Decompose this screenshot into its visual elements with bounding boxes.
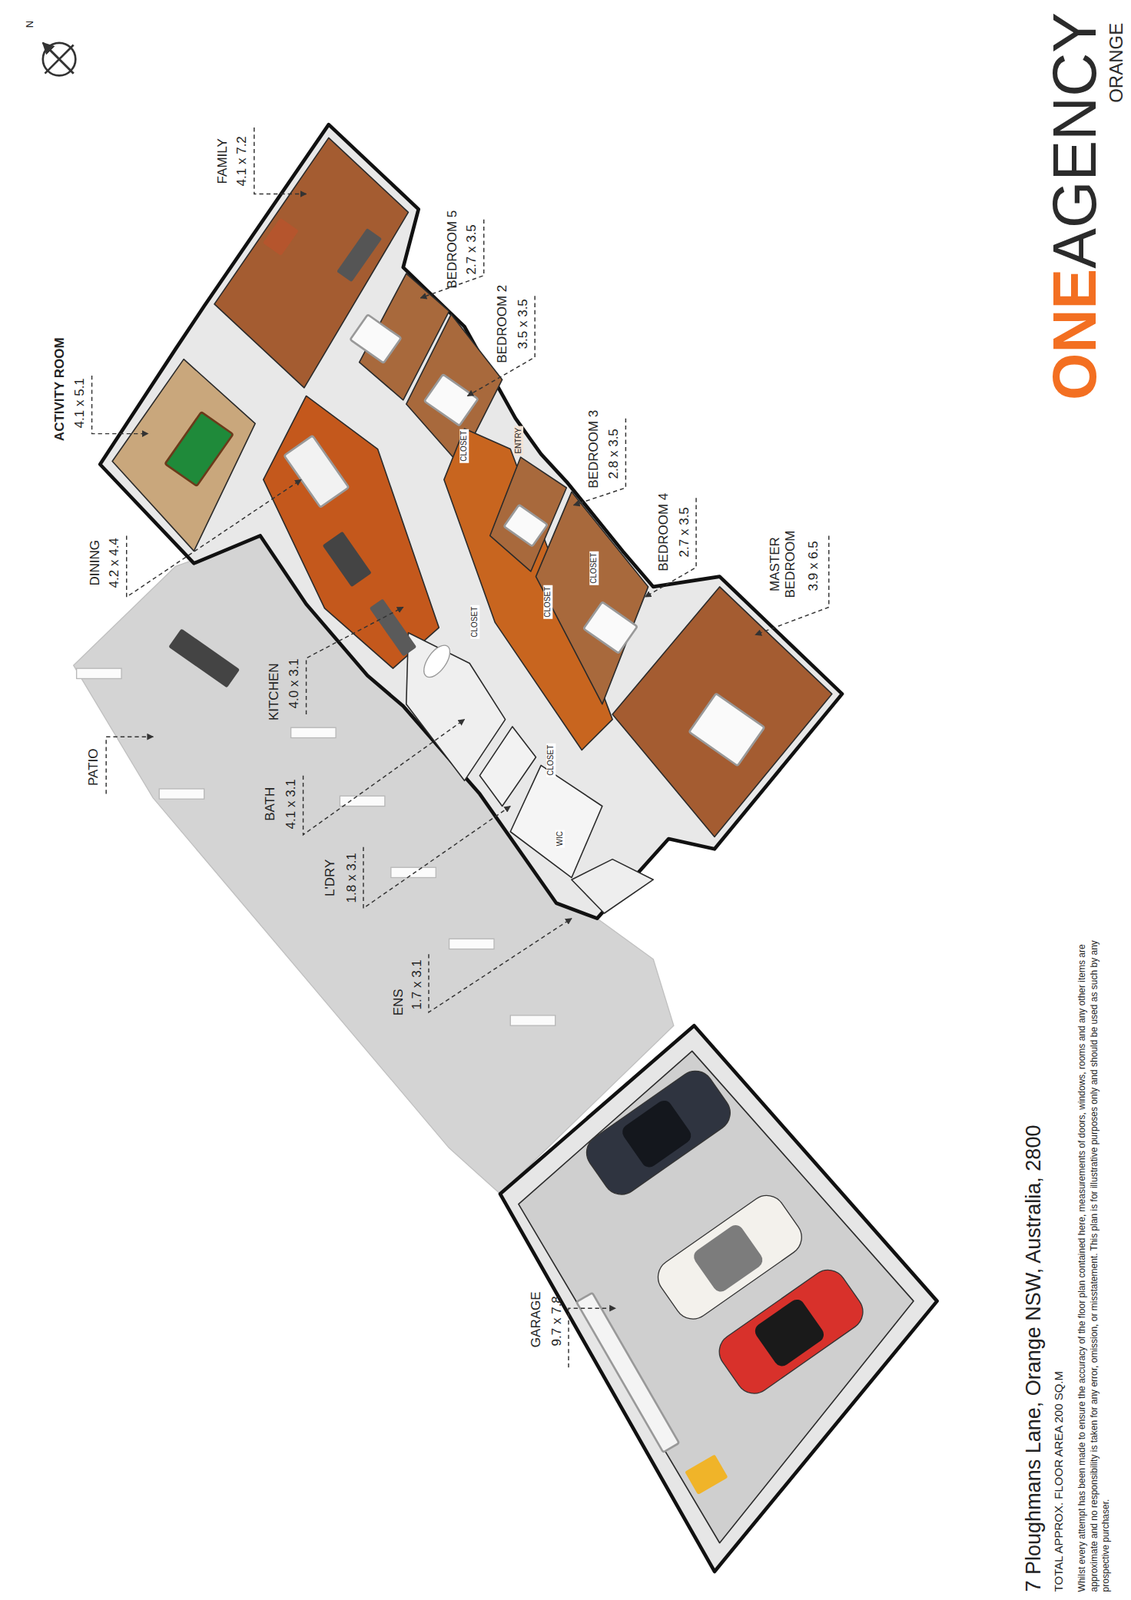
logo-text: ONE bbox=[1039, 268, 1108, 400]
room-label: BEDROOM 5 bbox=[444, 210, 461, 289]
compass-ring bbox=[43, 43, 77, 77]
leader-line bbox=[363, 806, 511, 909]
leader-line bbox=[106, 736, 153, 794]
room-label: FAMILY bbox=[215, 138, 231, 184]
bed bbox=[350, 315, 402, 364]
patio-post bbox=[449, 938, 495, 949]
room-dimension: 1.8 x 3.1 bbox=[343, 852, 359, 903]
car-body bbox=[712, 1263, 870, 1401]
pool-table bbox=[165, 411, 234, 486]
room-label: GARAGE bbox=[528, 1291, 544, 1348]
car bbox=[579, 1064, 737, 1202]
bed bbox=[504, 504, 548, 547]
room-dimension: 3.9 x 6.5 bbox=[805, 540, 822, 591]
patio-post bbox=[76, 668, 122, 679]
room-dimension: 4.1 x 7.2 bbox=[234, 135, 250, 186]
dining-table bbox=[284, 435, 349, 508]
wic-floor bbox=[510, 765, 603, 878]
logo-text: AGENCY bbox=[1039, 12, 1108, 269]
leader-line bbox=[428, 918, 572, 1013]
leader-line bbox=[92, 375, 149, 435]
bed bbox=[583, 602, 637, 654]
leader-line bbox=[254, 127, 307, 194]
plan-group bbox=[43, 43, 938, 1573]
storage-box bbox=[684, 1454, 728, 1495]
master-floor bbox=[612, 587, 833, 837]
sofa bbox=[336, 228, 382, 282]
garage-floor bbox=[518, 1051, 914, 1543]
room-dimension: 3.5 x 3.5 bbox=[515, 299, 531, 350]
agency-logo: ONEAGENCY bbox=[1043, 12, 1105, 401]
kitchen-bench bbox=[369, 598, 418, 657]
room-dimension: 2.7 x 3.5 bbox=[676, 507, 692, 558]
room-dimension: 2.7 x 3.5 bbox=[464, 225, 480, 276]
room-label: DINING bbox=[87, 540, 103, 587]
room-label: KITCHEN bbox=[265, 663, 282, 721]
patio-post bbox=[339, 796, 385, 806]
compass-arrow bbox=[43, 43, 74, 74]
closet-label: CLOSET bbox=[547, 742, 557, 777]
outdoor-table bbox=[168, 628, 240, 688]
car-roof bbox=[690, 1222, 767, 1296]
room-label: ENS bbox=[390, 988, 406, 1016]
closet-label: CLOSET bbox=[470, 605, 480, 640]
leader-line bbox=[645, 497, 697, 598]
patio-post bbox=[291, 727, 336, 738]
leader-line bbox=[306, 606, 404, 714]
room-label: ACTIVITY ROOM bbox=[51, 338, 67, 442]
room-dimension: 4.1 x 5.1 bbox=[72, 378, 88, 428]
bed bbox=[424, 374, 478, 426]
logo-subtitle: ORANGE bbox=[1106, 23, 1128, 103]
room-dimension: 2.8 x 3.5 bbox=[606, 428, 622, 479]
room-dimension: 4.0 x 3.1 bbox=[286, 658, 302, 709]
room-dimension: 4.2 x 4.4 bbox=[106, 537, 123, 588]
garage-bench bbox=[576, 1293, 680, 1453]
closet-label: CLOSET bbox=[589, 551, 599, 586]
car-roof bbox=[752, 1296, 828, 1370]
bath-tub bbox=[418, 640, 455, 682]
car-body bbox=[579, 1064, 737, 1202]
garage-walls bbox=[500, 1025, 938, 1573]
room-label: BATH bbox=[262, 787, 279, 822]
room-label: BEDROOM 3 bbox=[586, 409, 602, 488]
leader-line bbox=[568, 1308, 616, 1368]
leader-line bbox=[303, 719, 465, 836]
entry-label: ENTRY bbox=[514, 426, 524, 456]
room-dimension: 1.7 x 3.1 bbox=[408, 959, 425, 1010]
activity-floor bbox=[112, 359, 256, 552]
patio-post bbox=[159, 789, 204, 800]
room-label: PATIO bbox=[86, 749, 102, 787]
room-dimension: 9.7 x 7.8 bbox=[548, 1296, 564, 1347]
room-label: L'DRY bbox=[323, 859, 339, 896]
room-label: BEDROOM 2 bbox=[494, 285, 511, 364]
bed bbox=[689, 693, 765, 767]
house-walls bbox=[99, 124, 843, 919]
fireplace bbox=[262, 218, 299, 256]
closet-label: CLOSET bbox=[543, 585, 554, 620]
compass-letter: N bbox=[25, 20, 37, 28]
floor-area-note: TOTAL APPROX. FLOOR AREA 200 SQ.M bbox=[1051, 1371, 1065, 1593]
wic-label: WIC bbox=[554, 829, 564, 848]
patio-post bbox=[391, 867, 436, 878]
disclaimer-note: Whilst every attempt has been made to en… bbox=[1076, 923, 1113, 1593]
kitchen-island bbox=[322, 531, 372, 588]
car-roof bbox=[619, 1097, 695, 1171]
ensuite-floor bbox=[571, 859, 654, 914]
car bbox=[712, 1263, 870, 1401]
room-label: BEDROOM 4 bbox=[656, 493, 672, 572]
address-title: 7 Ploughmans Lane, Orange NSW, Australia… bbox=[1021, 1124, 1046, 1593]
room-dimension: 4.1 x 3.1 bbox=[283, 779, 299, 830]
bedroom-floor bbox=[535, 491, 648, 704]
patio-post bbox=[510, 1015, 555, 1026]
room-label: MASTER BEDROOM bbox=[767, 527, 798, 601]
leader-line bbox=[126, 479, 302, 598]
dining-kitchen-floor bbox=[263, 395, 440, 669]
closet-label: CLOSET bbox=[460, 428, 470, 463]
